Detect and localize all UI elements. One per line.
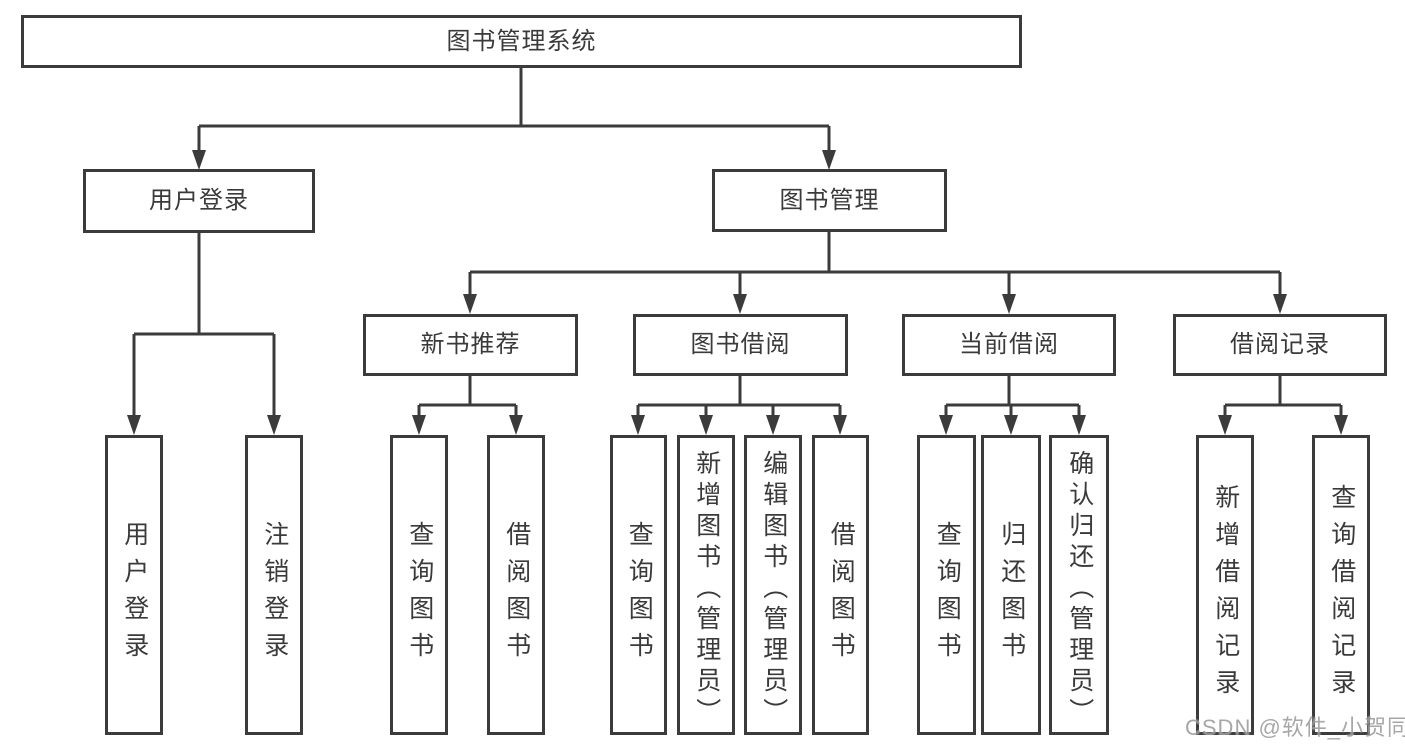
node-user-login-label: 用户登录: [149, 187, 249, 214]
node-book-borrow: 图书借阅: [633, 314, 848, 376]
leaf-query-books-recommend-label: 查询图书: [405, 521, 434, 669]
node-root-label: 图书管理系统: [446, 27, 597, 55]
node-new-book-recommend-label: 新书推荐: [420, 331, 521, 358]
watermark: CSDN @软件_小贺同学: [1185, 715, 1405, 740]
leaf-return-books: 归还图书: [981, 435, 1041, 735]
leaf-borrow-books-recommend-label: 借阅图书: [502, 521, 531, 669]
leaf-borrow-books-recommend: 借阅图书: [487, 435, 545, 735]
node-current-borrow: 当前借阅: [902, 314, 1116, 376]
node-root: 图书管理系统: [21, 15, 1022, 68]
node-book-borrow-label: 图书借阅: [690, 331, 791, 358]
node-borrow-records-label: 借阅记录: [1230, 331, 1330, 358]
leaf-borrow-books-borrow: 借阅图书: [812, 435, 869, 735]
leaf-borrow-books-borrow-label: 借阅图书: [827, 521, 856, 669]
leaf-query-books-recommend: 查询图书: [390, 435, 448, 735]
leaf-query-books-current-label: 查询图书: [933, 521, 962, 669]
leaf-add-book-admin-label: 新增图书（管理员）: [692, 449, 721, 729]
node-user-login: 用户登录: [83, 169, 315, 233]
leaf-query-borrow-record-label: 查询借阅记录: [1327, 484, 1356, 706]
leaf-query-borrow-record: 查询借阅记录: [1312, 435, 1370, 735]
leaf-edit-book-admin-label: 编辑图书（管理员）: [759, 449, 788, 729]
leaf-add-book-admin: 新增图书（管理员）: [677, 435, 735, 735]
node-book-management: 图书管理: [712, 169, 947, 232]
leaf-add-borrow-record: 新增借阅记录: [1196, 435, 1254, 735]
leaf-logout: 注销登录: [245, 435, 303, 735]
leaf-logout-label: 注销登录: [260, 521, 289, 669]
node-new-book-recommend: 新书推荐: [363, 314, 578, 376]
leaf-query-books-current: 查询图书: [917, 435, 976, 735]
leaf-add-borrow-record-label: 新增借阅记录: [1211, 484, 1240, 706]
leaf-user-login: 用户登录: [105, 435, 163, 735]
leaf-confirm-return-admin: 确认归还（管理员）: [1049, 435, 1109, 735]
leaf-confirm-return-admin-label: 确认归还（管理员）: [1065, 449, 1094, 729]
node-book-management-label: 图书管理: [779, 186, 880, 214]
node-current-borrow-label: 当前借阅: [959, 331, 1059, 358]
leaf-query-books-borrow: 查询图书: [610, 435, 667, 735]
leaf-return-books-label: 归还图书: [997, 521, 1026, 669]
leaf-edit-book-admin: 编辑图书（管理员）: [744, 435, 802, 735]
node-borrow-records: 借阅记录: [1173, 314, 1387, 376]
leaf-user-login-label: 用户登录: [120, 521, 149, 669]
leaf-query-books-borrow-label: 查询图书: [625, 521, 654, 669]
